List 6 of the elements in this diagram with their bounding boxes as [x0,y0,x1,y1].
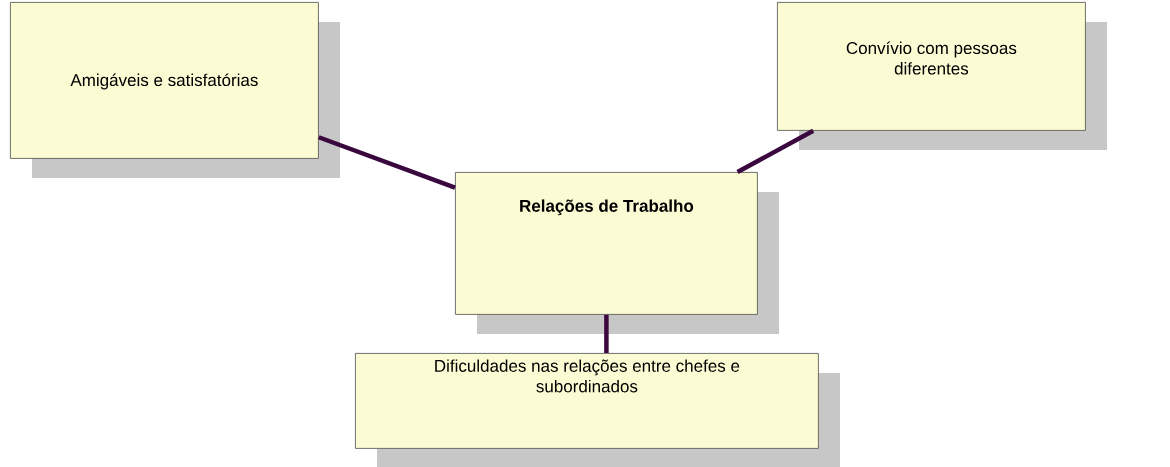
text-box: Relações de Trabalho [455,172,779,334]
text-box: Dificuldades nas relações entre chefes e subordinados [355,353,840,467]
text-box: Convívio com pessoas diferentes [777,2,1107,150]
node-label: Dificuldades nas relações entre chefes e [435,359,740,376]
connector-line [604,314,609,353]
text-box: Amigáveis e satisfatórias [10,2,340,178]
